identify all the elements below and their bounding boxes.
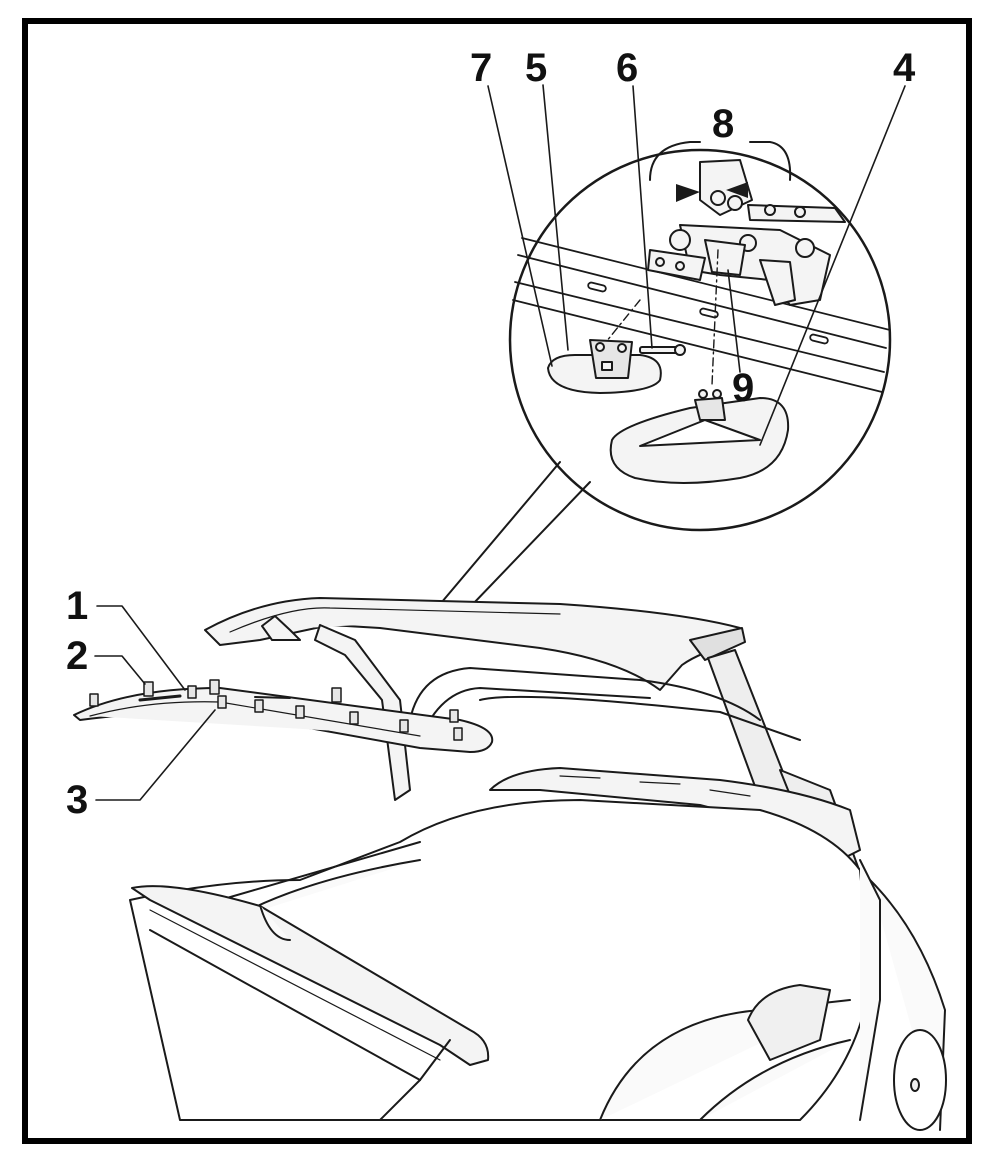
- trim-clips: [89, 679, 463, 741]
- callout-8-bracket: [649, 141, 792, 181]
- grab-handle-small: [547, 339, 662, 394]
- assembly-lines: [605, 249, 719, 386]
- latch-arrows: [676, 182, 748, 202]
- callout-2: 2: [66, 634, 89, 678]
- callout-4: 4: [893, 46, 916, 90]
- callout-8: 8: [712, 102, 735, 146]
- grab-handle-large: [609, 389, 790, 484]
- callout-3: 3: [66, 778, 89, 822]
- pin: [639, 344, 686, 356]
- callout-5: 5: [525, 46, 548, 90]
- tail-light: [747, 984, 947, 1131]
- lid-rail-detail: [512, 237, 891, 393]
- callout-9: 9: [732, 366, 755, 410]
- callout-leaders: [94, 84, 906, 801]
- callout-1: 1: [66, 584, 89, 628]
- callout-7: 7: [470, 46, 493, 90]
- callout-6: 6: [616, 46, 639, 90]
- hinge-assembly: [647, 159, 846, 306]
- trim-strip: [73, 687, 494, 753]
- trunk-lid: [204, 597, 746, 691]
- car-body: [129, 799, 946, 1131]
